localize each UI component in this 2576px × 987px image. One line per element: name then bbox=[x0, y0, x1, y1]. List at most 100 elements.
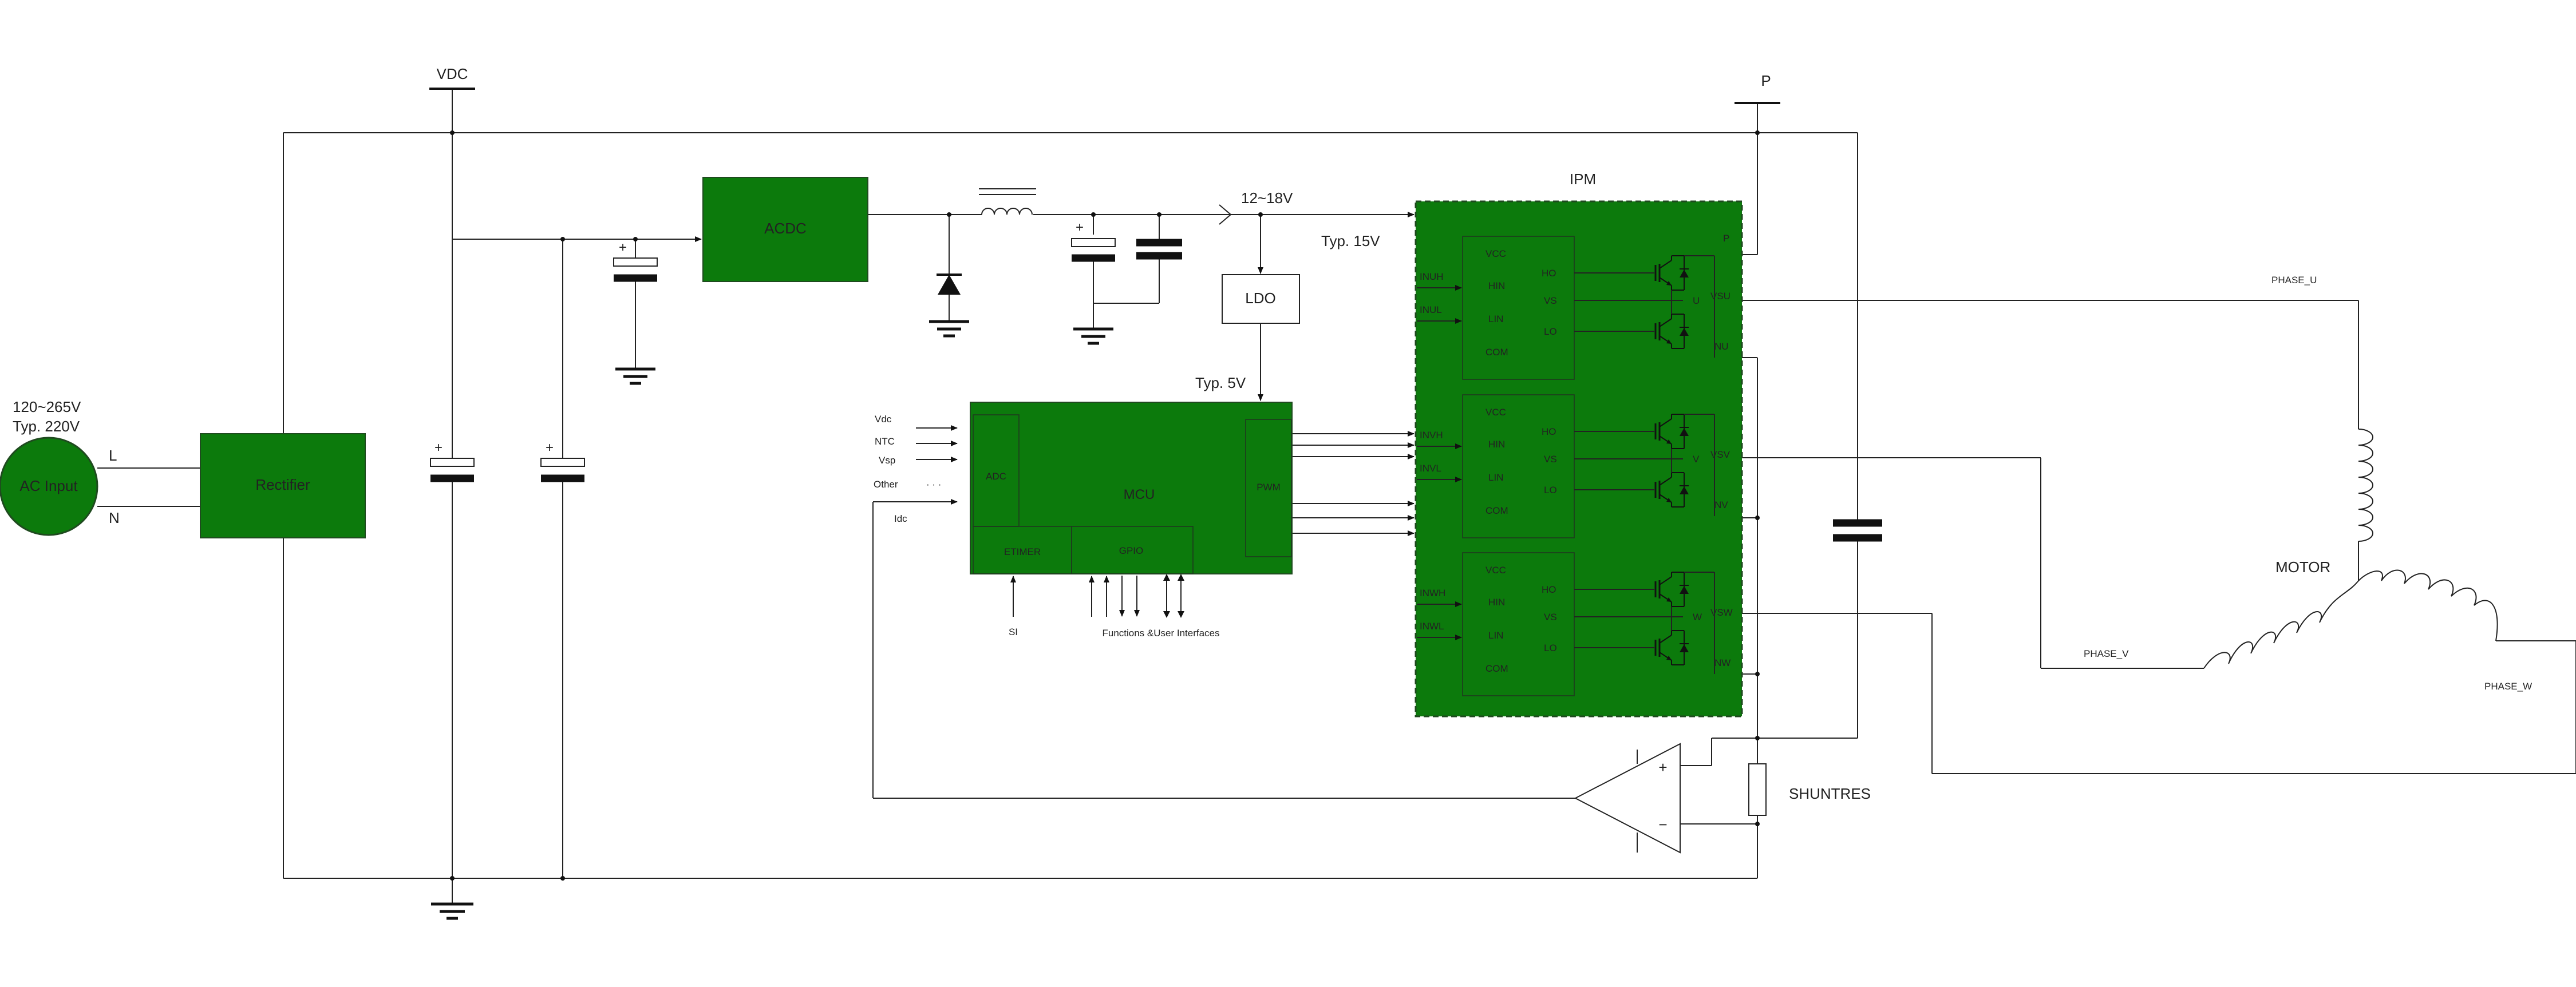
shuntres-label: SHUNTRES bbox=[1789, 785, 1871, 802]
ipm-module: IPM P bbox=[1415, 171, 1743, 718]
current-sense-opamp: + − bbox=[1574, 743, 1681, 854]
ipm-label: IPM bbox=[1570, 171, 1596, 188]
input-vdc-label: Vdc bbox=[875, 414, 892, 425]
vdc-terminal: VDC bbox=[429, 65, 475, 90]
driver-lin-label: LIN bbox=[1488, 472, 1503, 483]
motor bbox=[2203, 429, 2498, 669]
ldo-typ-label: Typ. 5V bbox=[1195, 374, 1246, 391]
svg-text:+: + bbox=[1658, 759, 1667, 776]
svg-text:+: + bbox=[434, 440, 442, 455]
ground-symbol bbox=[431, 902, 473, 920]
driver-hin-label: HIN bbox=[1488, 597, 1505, 608]
p-terminal: P bbox=[1735, 72, 1780, 104]
motor-label: MOTOR bbox=[2275, 558, 2330, 576]
driver-vcc-label: VCC bbox=[1485, 407, 1506, 418]
rail-range-label: 12~18V bbox=[1241, 189, 1293, 207]
phase-out-label: W bbox=[1693, 612, 1702, 623]
vdc-label: VDC bbox=[437, 65, 468, 82]
phase-vs-label: VSV bbox=[1710, 449, 1730, 460]
inductor bbox=[979, 188, 1036, 215]
junction-dots bbox=[450, 130, 1760, 881]
svg-text:LDO: LDO bbox=[1245, 290, 1275, 307]
driver-vcc-label: VCC bbox=[1485, 565, 1506, 576]
phase-n-label: NW bbox=[1714, 657, 1730, 668]
shunt-resistor bbox=[1748, 763, 1767, 816]
driver-inl-label: INUL bbox=[1420, 304, 1442, 315]
driver-vs-label: VS bbox=[1544, 612, 1557, 623]
phase-w-label: PHASE_W bbox=[2484, 681, 2532, 692]
rail-typ-label: Typ. 15V bbox=[1321, 232, 1380, 249]
svg-text:+: + bbox=[619, 240, 627, 255]
driver-inl-label: INVL bbox=[1420, 463, 1441, 474]
driver-lin-label: LIN bbox=[1488, 314, 1503, 324]
driver-inh-label: INUH bbox=[1420, 271, 1444, 282]
mcu-label: MCU bbox=[1124, 487, 1155, 502]
driver-vs-label: VS bbox=[1544, 454, 1557, 465]
ac-input-label: AC Input bbox=[19, 477, 78, 494]
svg-text:+: + bbox=[546, 440, 554, 455]
gpio-label: GPIO bbox=[1119, 545, 1144, 556]
input-typ-label: Typ. 220V bbox=[13, 418, 80, 435]
freewheel-diode bbox=[937, 273, 962, 295]
ceramic-capacitor bbox=[1136, 239, 1182, 260]
driver-ho-label: HO bbox=[1542, 584, 1556, 595]
driver-lo-label: LO bbox=[1544, 326, 1557, 337]
driver-inh-label: INWH bbox=[1420, 588, 1445, 598]
driver-vs-label: VS bbox=[1544, 295, 1557, 306]
mcu-block: MCU ADC PWM ETIMER GPIO bbox=[970, 402, 1293, 574]
ldo-block: LDO bbox=[1222, 274, 1300, 324]
phase-out-label: V bbox=[1693, 454, 1700, 465]
line-n-label: N bbox=[109, 509, 120, 526]
input-idc-label: Idc bbox=[894, 513, 907, 524]
input-other-label: Other bbox=[874, 479, 898, 490]
phase-u-label: PHASE_U bbox=[2271, 275, 2317, 286]
gate-drivers: VCC HIN LIN COM HO VS LO INUH INUL U VSU NU VCC HIN LI… bbox=[1417, 236, 1733, 696]
line-l-label: L bbox=[109, 447, 117, 464]
input-dots-label: · · · bbox=[926, 479, 941, 490]
gate-driver-2: VCC HIN LIN COM HO VS LO INVH INVL V VSV NV bbox=[1417, 394, 1730, 538]
driver-com-label: COM bbox=[1485, 347, 1508, 358]
ground-symbol bbox=[615, 367, 655, 385]
ground-symbol bbox=[929, 320, 969, 338]
driver-lo-label: LO bbox=[1544, 485, 1557, 496]
phase-n-label: NU bbox=[1714, 341, 1729, 352]
phase-vs-label: VSU bbox=[1710, 291, 1730, 302]
svg-text:ACDC: ACDC bbox=[764, 220, 807, 237]
svg-text:Rectifier: Rectifier bbox=[255, 476, 310, 493]
rail-marker bbox=[1219, 204, 1232, 225]
ground-symbol bbox=[1073, 327, 1113, 345]
rectifier-block: Rectifier bbox=[200, 433, 366, 538]
driver-ho-label: HO bbox=[1542, 426, 1556, 437]
etimer-label: ETIMER bbox=[1004, 546, 1041, 557]
acdc-block: ACDC bbox=[702, 177, 868, 282]
mcu-io-arrows bbox=[1010, 574, 1184, 618]
input-ntc-label: NTC bbox=[875, 436, 895, 447]
input-vsp-label: Vsp bbox=[879, 455, 895, 466]
adc-label: ADC bbox=[986, 471, 1006, 482]
input-capacitor: + bbox=[613, 240, 658, 282]
output-capacitor: + bbox=[1071, 220, 1116, 262]
phase-out-label: U bbox=[1693, 295, 1700, 306]
driver-com-label: COM bbox=[1485, 505, 1508, 516]
ipm-p-label: P bbox=[1723, 233, 1729, 244]
dc-link-capacitor bbox=[1833, 519, 1882, 542]
p-label: P bbox=[1761, 72, 1771, 89]
driver-lo-label: LO bbox=[1544, 643, 1557, 653]
driver-hin-label: HIN bbox=[1488, 280, 1505, 291]
svg-text:−: − bbox=[1658, 816, 1667, 833]
phase-vs-label: VSW bbox=[1710, 607, 1733, 618]
driver-vcc-label: VCC bbox=[1485, 248, 1506, 259]
bulk-capacitor: + bbox=[540, 440, 585, 482]
phase-n-label: NV bbox=[1714, 500, 1728, 510]
input-range-label: 120~265V bbox=[13, 398, 81, 415]
driver-hin-label: HIN bbox=[1488, 439, 1505, 450]
main-wiring bbox=[97, 89, 2576, 904]
phase-v-label: PHASE_V bbox=[2084, 648, 2129, 659]
driver-inl-label: INWL bbox=[1420, 621, 1444, 632]
bulk-capacitor: + bbox=[430, 440, 475, 482]
driver-lin-label: LIN bbox=[1488, 630, 1503, 641]
driver-inh-label: INVH bbox=[1420, 430, 1443, 441]
